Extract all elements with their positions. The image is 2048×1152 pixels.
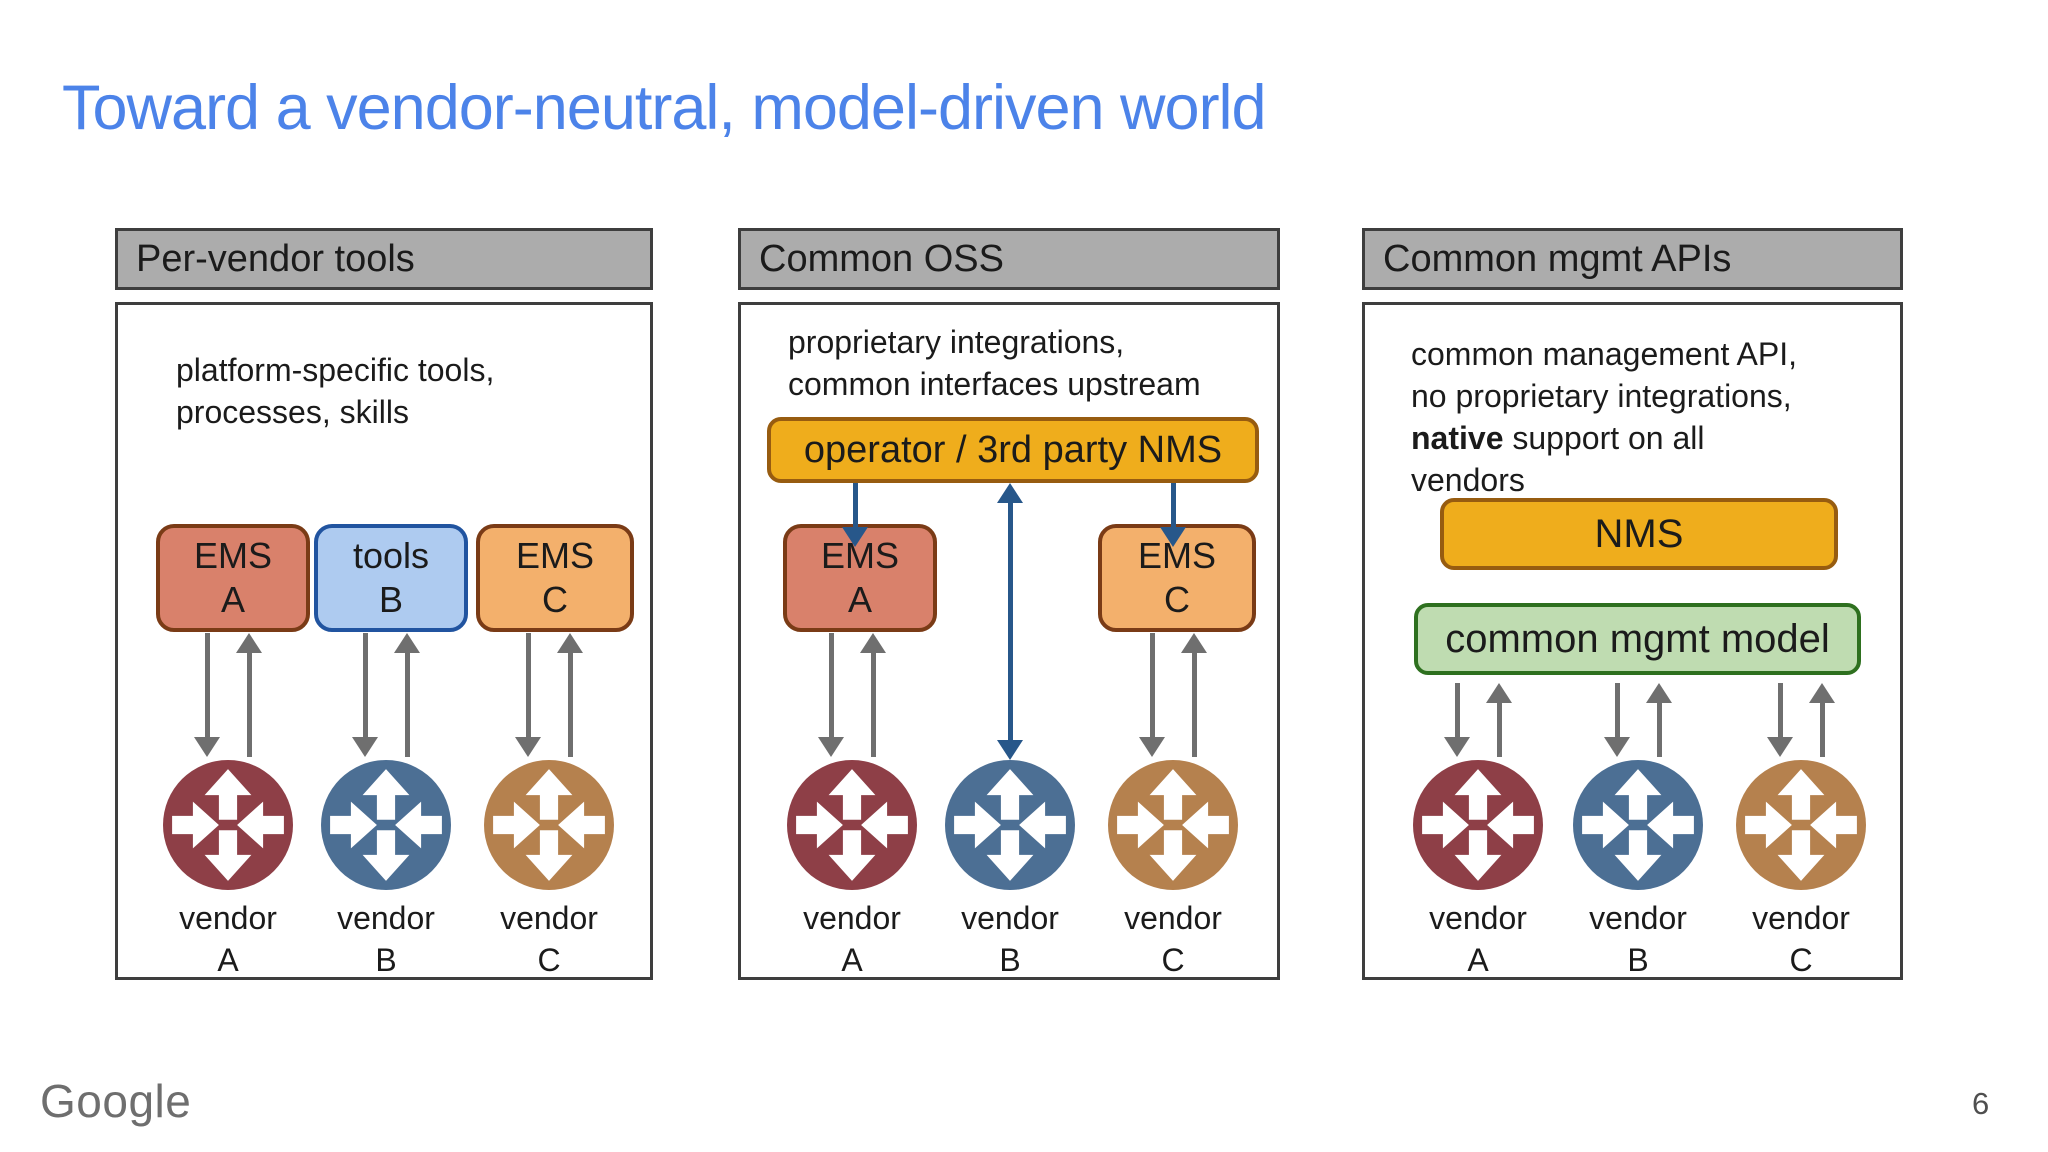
router-icon-vendor-c — [1736, 760, 1866, 890]
up-arrow-icon — [860, 633, 886, 757]
blue-down-arrow-icon — [1160, 483, 1186, 547]
panel-description: proprietary integrations, common interfa… — [788, 321, 1201, 405]
up-arrow-icon — [1181, 633, 1207, 757]
nms-bar: NMS — [1440, 498, 1838, 570]
router-icon-vendor-b — [321, 760, 451, 890]
page-number: 6 — [1972, 1086, 1990, 1121]
panel-header-label: Common mgmt APIs — [1383, 237, 1732, 280]
router-icon-vendor-a — [163, 760, 293, 890]
box-label: C — [1164, 579, 1190, 620]
tools-b-box: tools B — [314, 524, 468, 632]
panel-common-oss: Common OSS proprietary integrations, com… — [738, 228, 1280, 980]
down-arrow-icon — [1604, 683, 1630, 757]
panel-per-vendor-tools: Per-vendor tools platform-specific tools… — [115, 228, 653, 980]
down-arrow-icon — [1767, 683, 1793, 757]
up-arrow-icon — [1486, 683, 1512, 757]
panel-description: common management API, no proprietary in… — [1411, 333, 1797, 501]
box-label: A — [847, 579, 872, 620]
description-line: common management API, — [1411, 336, 1797, 372]
box-label: tools — [352, 535, 430, 576]
ems-a-box: EMS A — [156, 524, 310, 632]
panel-header: Common OSS — [738, 228, 1280, 290]
panel-header-label: Per-vendor tools — [136, 237, 415, 280]
up-arrow-icon — [1809, 683, 1835, 757]
router-icon-vendor-a — [787, 760, 917, 890]
up-arrow-icon — [236, 633, 262, 757]
panel-body: proprietary integrations, common interfa… — [738, 302, 1280, 980]
slide-title: Toward a vendor-neutral, model-driven wo… — [62, 73, 1267, 143]
box-label: A — [220, 579, 245, 620]
box-label: B — [378, 579, 403, 620]
description-line: no proprietary integrations, — [1411, 378, 1792, 414]
description-line: proprietary integrations, — [788, 324, 1125, 360]
router-icon-vendor-a — [1413, 760, 1543, 890]
panel-body: platform-specific tools, processes, skil… — [115, 302, 653, 980]
ems-c-box: EMS C — [1098, 524, 1256, 632]
down-arrow-icon — [352, 633, 378, 757]
router-icon-vendor-b — [945, 760, 1075, 890]
panel-header: Per-vendor tools — [115, 228, 653, 290]
box-label: C — [542, 579, 568, 620]
panel-header-label: Common OSS — [759, 237, 1004, 280]
ems-c-box: EMS C — [476, 524, 634, 632]
down-arrow-icon — [1139, 633, 1165, 757]
router-icon-vendor-c — [484, 760, 614, 890]
down-arrow-icon — [194, 633, 220, 757]
bar-label: NMS — [1594, 511, 1684, 556]
panel-common-mgmt-apis: Common mgmt APIs common management API, … — [1362, 228, 1903, 980]
box-label: EMS — [515, 535, 594, 576]
bar-label: common mgmt model — [1445, 616, 1830, 661]
down-arrow-icon — [818, 633, 844, 757]
bar-label: operator / 3rd party NMS — [803, 428, 1223, 471]
description-line: processes, skills — [176, 394, 409, 430]
box-label: EMS — [193, 535, 272, 576]
router-icon-vendor-b — [1573, 760, 1703, 890]
description-line: native support on all — [1411, 420, 1705, 456]
operator-nms-bar: operator / 3rd party NMS — [767, 417, 1259, 483]
description-line: platform-specific tools, — [176, 352, 495, 388]
down-arrow-icon — [1444, 683, 1470, 757]
description-line: common interfaces upstream — [788, 366, 1201, 402]
google-logo: Google — [40, 1075, 192, 1127]
up-arrow-icon — [557, 633, 583, 757]
panel-description: platform-specific tools, processes, skil… — [176, 349, 494, 433]
panel-body: common management API, no proprietary in… — [1362, 302, 1903, 980]
blue-down-arrow-icon — [842, 483, 868, 547]
panel-header: Common mgmt APIs — [1362, 228, 1903, 290]
up-arrow-icon — [1646, 683, 1672, 757]
up-arrow-icon — [394, 633, 420, 757]
description-line: vendors — [1411, 462, 1525, 498]
common-mgmt-model-bar: common mgmt model — [1414, 603, 1861, 675]
blue-bidirectional-arrow-icon — [997, 483, 1023, 760]
router-icon-vendor-c — [1108, 760, 1238, 890]
down-arrow-icon — [515, 633, 541, 757]
